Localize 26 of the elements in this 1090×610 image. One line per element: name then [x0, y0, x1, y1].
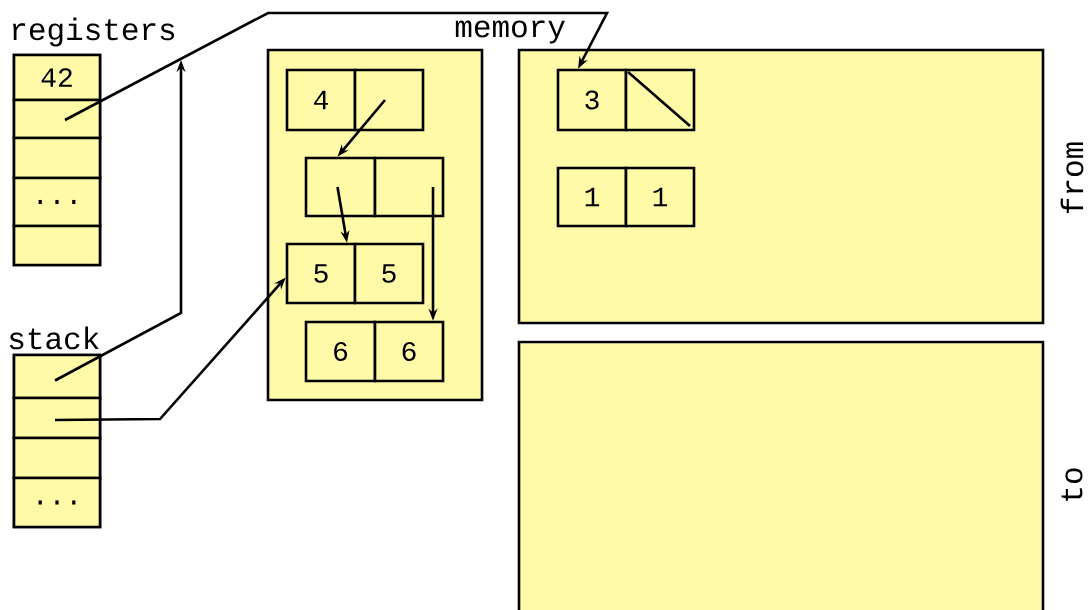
memory-cell: 3 [556, 68, 628, 132]
memory-cell: 1 [624, 166, 696, 228]
memory-cell: 42 [12, 53, 102, 102]
memory-cell: 6 [373, 320, 445, 383]
memory-cell [12, 136, 102, 180]
memory-cell [304, 156, 377, 218]
heading: to [1061, 468, 1083, 501]
memory-cell: ... [12, 476, 102, 529]
memory-cell: 1 [556, 166, 628, 228]
heading: from [1060, 142, 1084, 214]
memory-cell: 5 [353, 242, 425, 305]
memory-cell [373, 156, 445, 218]
memory-cell [12, 353, 102, 400]
memory-cell [12, 396, 102, 440]
heading: registers [13, 17, 175, 47]
pointer-arrow [64, 11, 610, 122]
memory-cell [12, 98, 102, 140]
memory-cell: 6 [304, 320, 377, 383]
heading: stack [9, 326, 99, 350]
area-label: memory [455, 20, 565, 44]
memory-cell: 4 [285, 68, 357, 132]
memory-cell [12, 224, 102, 267]
memory-cell [12, 436, 102, 480]
memory-cell: ... [12, 176, 102, 228]
memory-cell [353, 68, 425, 132]
memory-cell: 5 [285, 242, 357, 305]
